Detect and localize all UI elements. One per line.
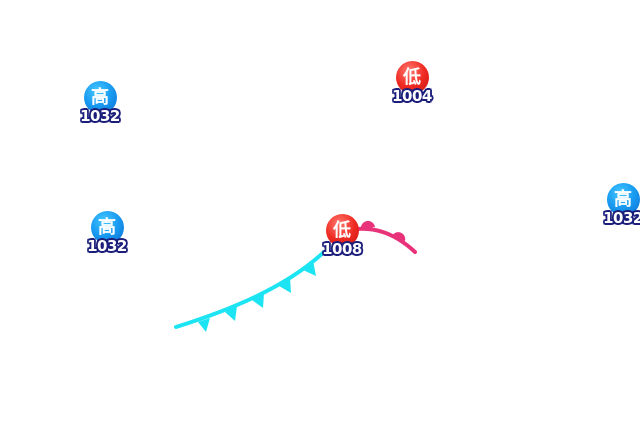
pressure-value: 1032	[80, 107, 120, 125]
cold-front-triangle	[279, 277, 291, 293]
high-pressure-symbol: 高	[606, 183, 640, 216]
pressure-value: 1032	[87, 237, 127, 255]
warm-front-semicircle	[392, 232, 406, 241]
high-pressure-symbol: 高	[90, 211, 124, 244]
high-pressure-center: 高 1032	[77, 211, 137, 255]
low-pressure-center: 低 1008	[312, 214, 372, 258]
warm-front-semicircle	[360, 220, 375, 229]
cold-front-triangle	[303, 260, 316, 276]
pressure-value: 1032	[603, 209, 640, 227]
high-pressure-center: 高 1032	[70, 81, 130, 125]
cold-front-line	[174, 250, 326, 329]
pressure-value: 1008	[322, 240, 362, 258]
cold-front-triangle	[225, 306, 237, 321]
pressure-value: 1004	[392, 87, 432, 105]
low-pressure-symbol: 低	[395, 61, 429, 94]
cold-front	[174, 250, 326, 332]
cold-front-triangle	[252, 293, 264, 308]
cold-front-triangle	[198, 318, 210, 332]
warm-front	[354, 220, 417, 254]
low-pressure-symbol: 低	[325, 214, 359, 247]
high-pressure-center: 高 1032	[593, 183, 640, 227]
high-pressure-symbol: 高	[83, 81, 117, 114]
low-pressure-center: 低 1004	[382, 61, 442, 105]
